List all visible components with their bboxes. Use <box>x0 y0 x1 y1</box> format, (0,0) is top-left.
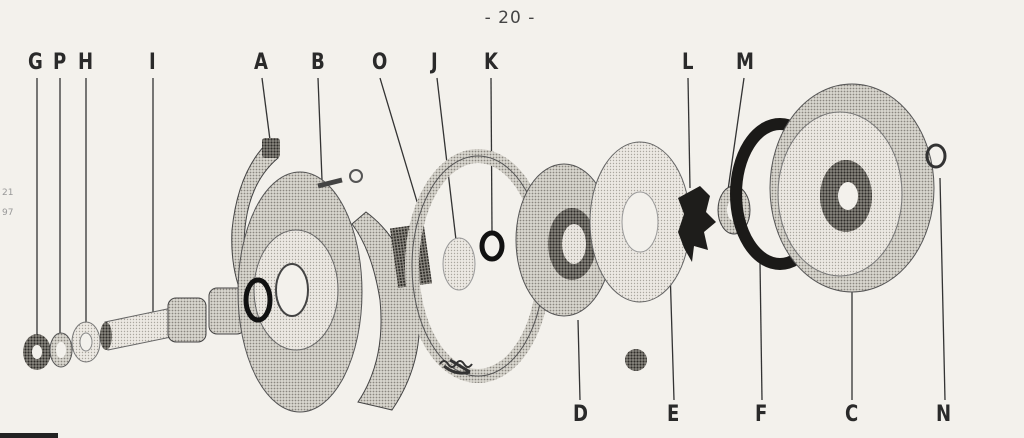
star-washer-l <box>678 186 716 262</box>
label-k: K <box>484 50 498 75</box>
label-p: P <box>53 50 67 75</box>
label-f: F <box>755 402 768 427</box>
housing-c <box>769 83 935 293</box>
label-m: M <box>736 50 754 75</box>
spring <box>439 360 473 368</box>
hub-d <box>515 163 613 317</box>
label-g: G <box>28 50 43 75</box>
label-c: C <box>845 402 859 427</box>
label-a: A <box>254 50 268 75</box>
label-n: N <box>936 402 952 427</box>
ball <box>625 349 647 371</box>
shaft-i <box>100 287 246 351</box>
washer-h <box>71 321 101 363</box>
label-o: O <box>372 50 388 75</box>
seal-k <box>479 230 505 262</box>
label-h: H <box>78 50 94 75</box>
disc-e <box>589 141 691 303</box>
drum-b <box>237 169 363 413</box>
label-l: L <box>682 50 694 75</box>
leader-lines <box>36 77 946 401</box>
page-edge-bar <box>0 433 58 438</box>
label-b: B <box>311 50 325 75</box>
label-d: D <box>573 402 588 427</box>
plate-j <box>442 237 476 291</box>
clip-n <box>925 143 947 169</box>
label-i: I <box>149 50 156 75</box>
washer-g <box>23 334 51 370</box>
margin-mark: 21 <box>2 188 14 198</box>
page-number: - 20 - <box>484 8 536 28</box>
label-j: J <box>431 50 438 75</box>
margin-mark: 97 <box>2 208 14 218</box>
washer-p <box>49 332 73 368</box>
label-e: E <box>667 402 680 427</box>
